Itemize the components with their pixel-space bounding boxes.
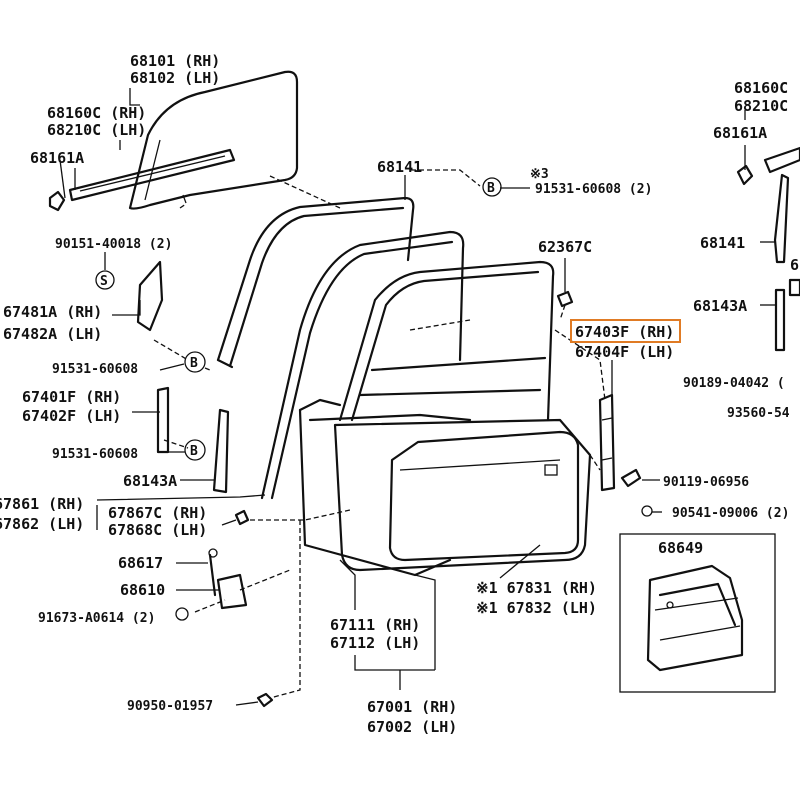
label-67862: 67862 (LH): [0, 515, 84, 533]
dashed-guides: [153, 169, 606, 699]
label-67002: 67002 (LH): [367, 718, 457, 736]
label-right-6: 6: [790, 256, 799, 274]
part-labels: 68101 (RH) 68102 (LH) 68160C (RH) 68210C…: [0, 52, 800, 736]
label-67832: ※1 67832 (LH): [476, 599, 597, 617]
label-67401f: 67401F (RH): [22, 388, 121, 406]
label-68617: 68617: [118, 554, 163, 572]
callout-s: S: [100, 274, 108, 289]
callout-b-top: B: [482, 177, 502, 197]
label-68141-right: 68141: [700, 234, 745, 252]
run-channel-67403f: [598, 393, 616, 492]
label-67831: ※1 67831 (RH): [476, 579, 597, 597]
label-67482a: 67482A (LH): [3, 325, 102, 343]
clip-62367c: [556, 290, 574, 308]
label-67112: 67112 (LH): [330, 634, 420, 652]
label-68141: 68141: [377, 158, 422, 176]
label-67867c: 67867C (RH): [108, 504, 207, 522]
label-91531-low: 91531-60608: [52, 447, 138, 462]
callout-s-circle: [95, 270, 115, 290]
label-67481a: 67481A (RH): [3, 303, 102, 321]
label-90119: 90119-06956: [663, 475, 749, 490]
bolt-90119: [620, 468, 642, 488]
svg-text:B: B: [190, 444, 198, 459]
label-68143a-left: 68143A: [123, 472, 177, 490]
highlight-box: [570, 319, 681, 343]
svg-text:S: S: [100, 274, 108, 289]
label-90950: 90950-01957: [127, 699, 213, 714]
inset-box: [619, 533, 776, 693]
label-68161a-right: 68161A: [713, 124, 767, 142]
label-91673: 91673-A0614 (2): [38, 611, 155, 626]
label-67402f: 67402F (LH): [22, 407, 121, 425]
clip-90541: [641, 505, 653, 517]
label-68210c-left: 68210C (LH): [47, 121, 146, 139]
svg-text:B: B: [487, 181, 495, 196]
label-67403f: 67403F (RH): [575, 323, 674, 341]
label-68161a-left: 68161A: [30, 149, 84, 167]
run-channel-67401f: [156, 386, 170, 454]
label-68210c-right: 68210C (LH): [734, 97, 800, 115]
label-90151: 90151-40018 (2): [55, 237, 172, 252]
label-68649: 68649: [658, 539, 703, 557]
label-91531-top: 91531-60608 (2): [535, 182, 652, 197]
service-hole-cover: [388, 430, 580, 562]
clip-68161a-left: [48, 190, 66, 212]
label-90541: 90541-09006 (2): [672, 506, 789, 521]
label-90189: 90189-04042 (: [683, 376, 785, 391]
bracket-67481a: [136, 260, 164, 332]
glass-run-channel-left: [59, 148, 236, 202]
label-93560: 93560-54: [727, 406, 790, 421]
door-glass: [128, 70, 299, 210]
label-67001: 67001 (RH): [367, 698, 457, 716]
door-check-68610: [208, 548, 248, 610]
label-67404f: 67404F (LH): [575, 343, 674, 361]
label-91531-mid: 91531-60608: [52, 362, 138, 377]
callout-b-low: B: [184, 439, 206, 461]
label-67111: 67111 (RH): [330, 616, 420, 634]
clip-67867c: [234, 509, 250, 526]
label-67861: 67861 (RH): [0, 495, 84, 513]
right-partial-parts: [736, 146, 800, 352]
door-inner-panel: [333, 260, 592, 572]
svg-text:B: B: [190, 356, 198, 371]
label-62367c: 62367C: [538, 238, 592, 256]
label-67868c: 67868C (LH): [108, 521, 207, 539]
label-68101: 68101 (RH): [130, 52, 220, 70]
door-frame: [260, 230, 472, 577]
label-68610: 68610: [120, 581, 165, 599]
bolt-90950: [256, 692, 274, 708]
door-weatherstrip: [212, 196, 415, 494]
label-68160c-left: 68160C (RH): [47, 104, 146, 122]
label-68143a-right: 68143A: [693, 297, 747, 315]
callout-b-mid: B: [184, 351, 206, 373]
label-x3: ※3: [530, 167, 549, 182]
leader-lines: [74, 88, 776, 706]
nut-91673: [175, 607, 189, 621]
label-68160c-right: 68160C (RH): [734, 79, 800, 97]
label-68102: 68102 (LH): [130, 69, 220, 87]
